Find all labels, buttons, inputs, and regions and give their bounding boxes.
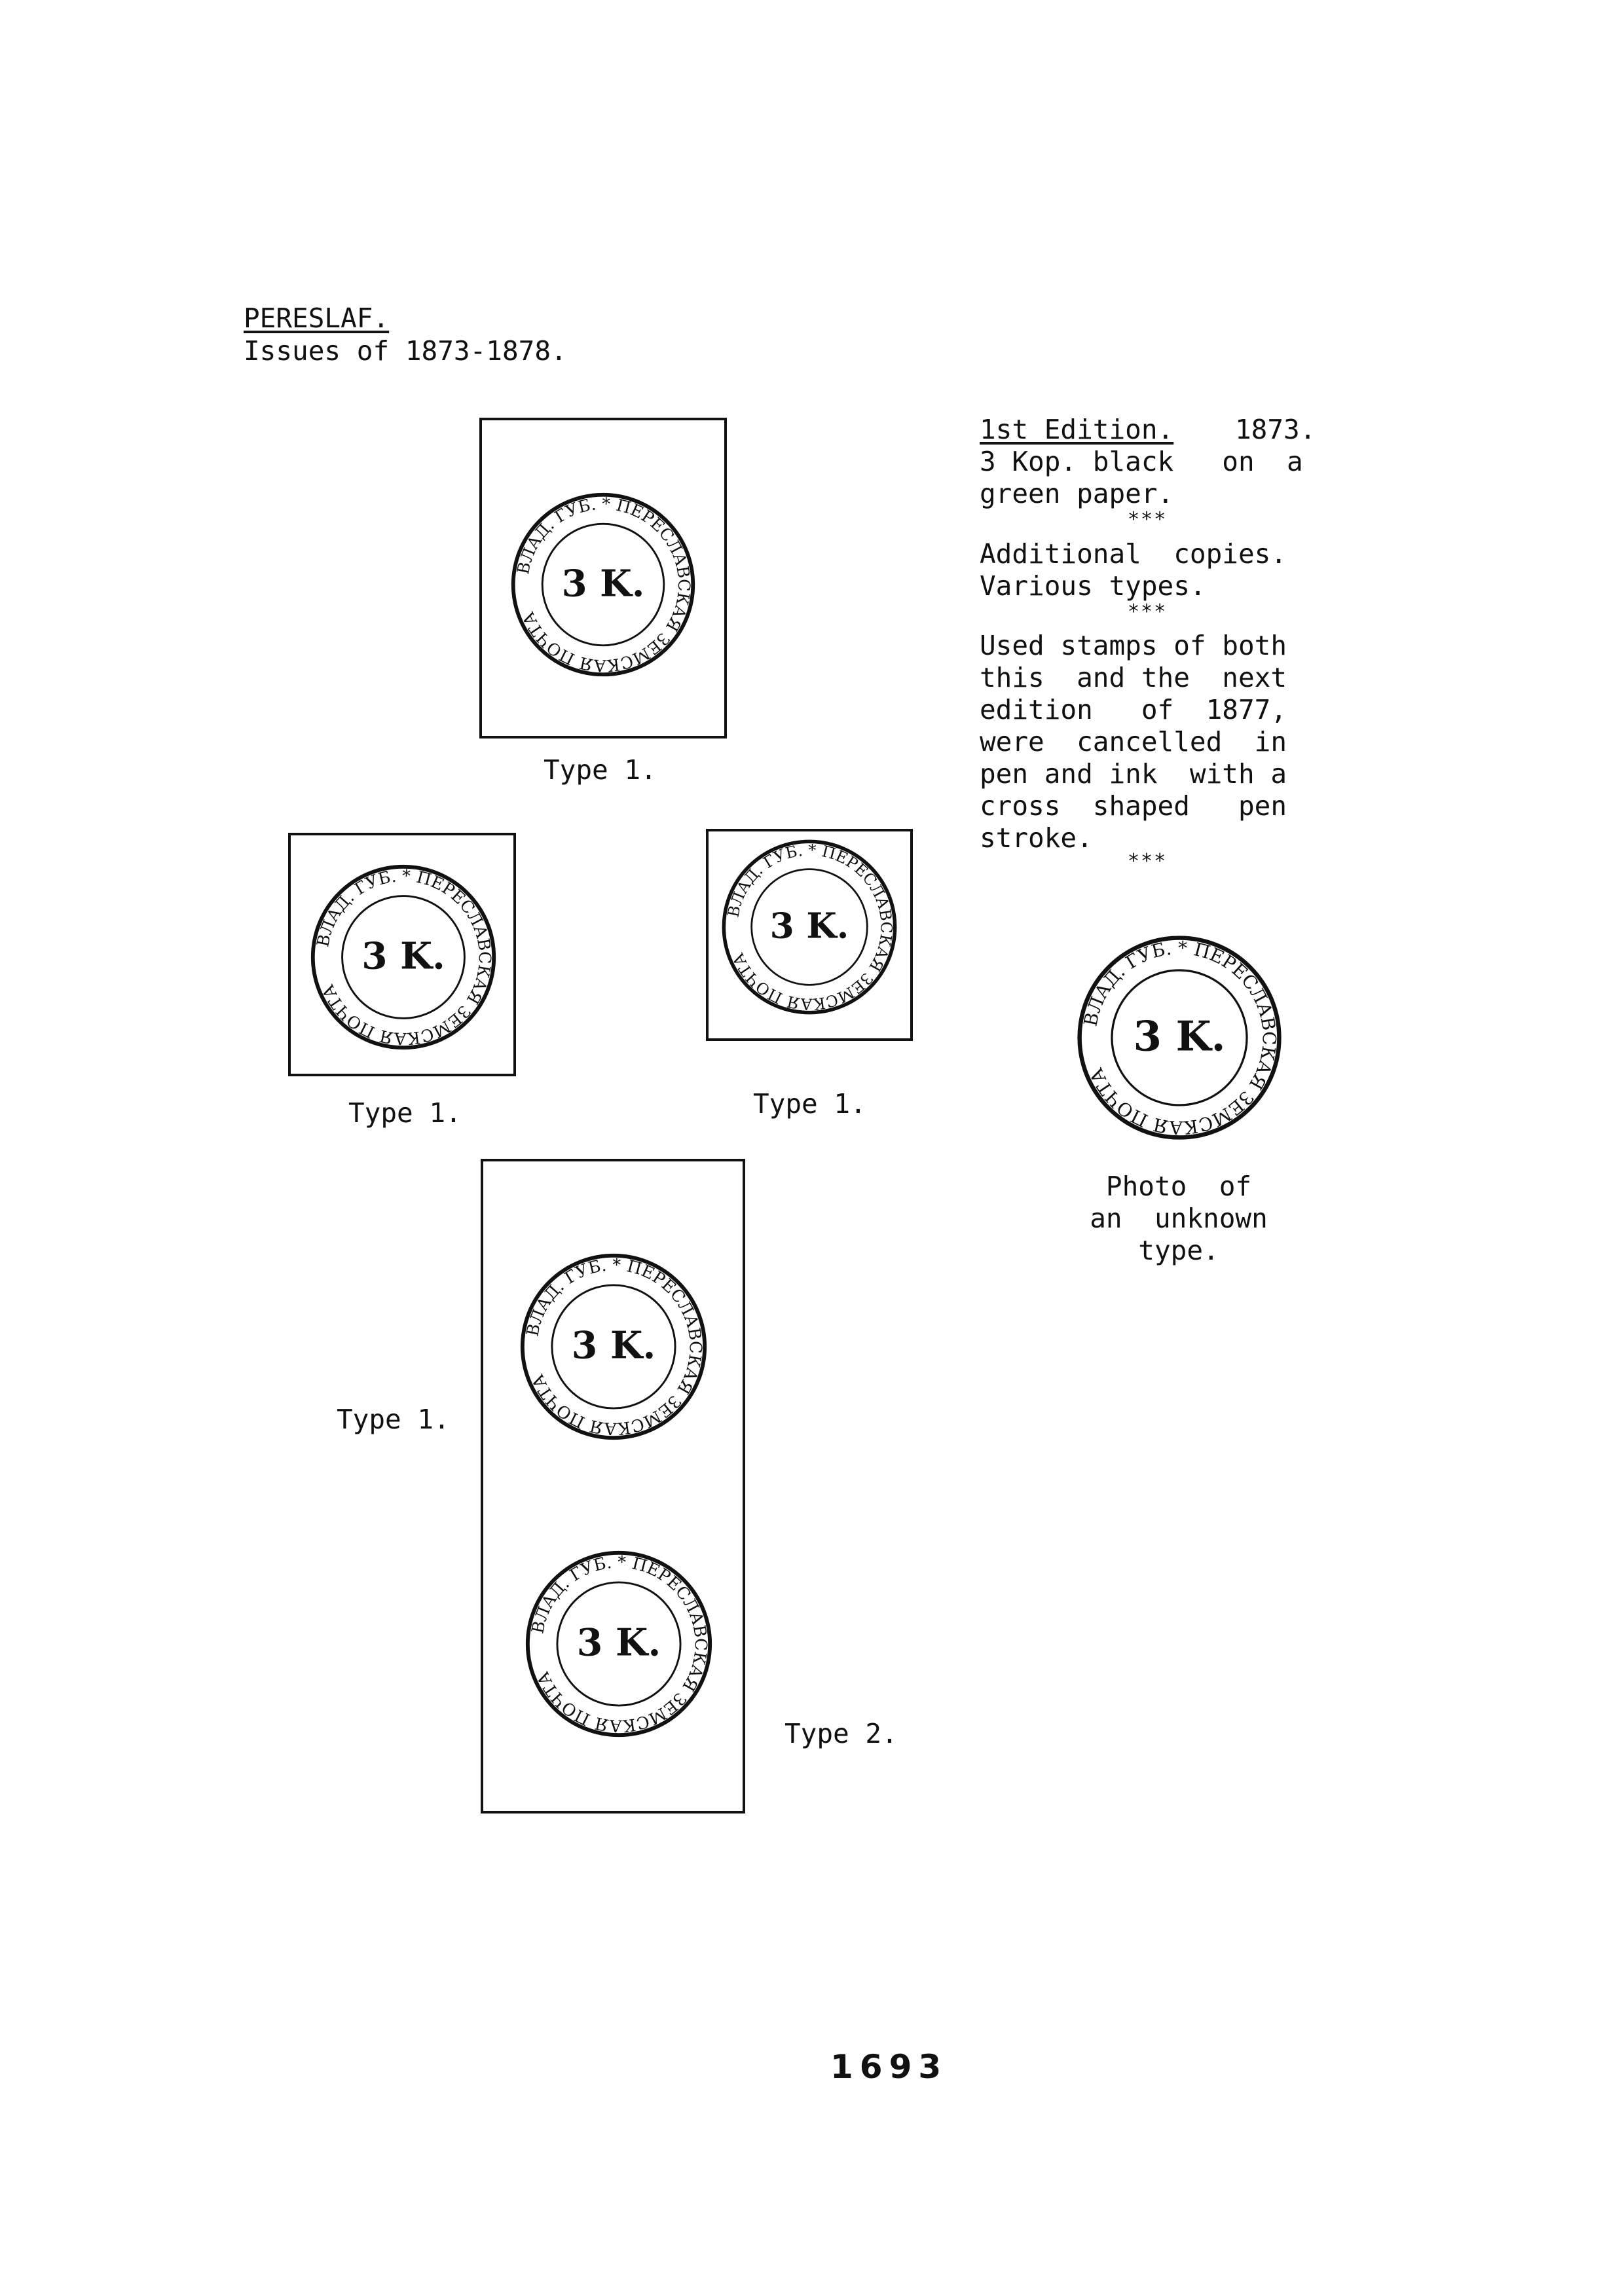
- edition-year: 1873.: [1235, 414, 1316, 445]
- seal-outer-ring: [722, 839, 897, 1015]
- paragraph-line: this and the next: [980, 662, 1287, 693]
- separator-3: ***: [1128, 850, 1168, 873]
- page-number: 1693: [830, 2048, 948, 2086]
- postmark-seal: ВЛАД. ГУБ. * ПЕРЕСЛАВСКАЯ ЗЕМСКАЯ ПОЧТА3…: [310, 864, 496, 1050]
- paragraph-line: pen and ink with a: [980, 758, 1287, 790]
- seal-inner-ring: [556, 1581, 682, 1707]
- postmark-seal: ВЛАД. ГУБ. * ПЕРЕСЛАВСКАЯ ЗЕМСКАЯ ПОЧТА3…: [722, 839, 897, 1015]
- postmark-seal-upper: ВЛАД. ГУБ. * ПЕРЕСЛАВСКАЯ ЗЕМСКАЯ ПОЧТА3…: [520, 1253, 707, 1440]
- caption-photo-line: Photo of: [1105, 1171, 1252, 1202]
- seal-inner-ring: [1111, 969, 1248, 1106]
- paragraph-line: stroke.: [980, 822, 1093, 854]
- seal-value: 3 K.: [770, 905, 849, 947]
- separator-2: ***: [1128, 600, 1168, 623]
- page-title: PERESLAF.: [244, 302, 390, 334]
- seal-value: 3 K.: [361, 935, 445, 978]
- seal-inner-ring: [541, 522, 665, 647]
- postmark-seal: ВЛАД. ГУБ. * ПЕРЕСЛАВСКАЯ ЗЕМСКАЯ ПОЧТА3…: [511, 492, 695, 677]
- postmark-seal-photo: ВЛАД. ГУБ. * ПЕРЕСЛАВСКАЯ ЗЕМСКАЯ ПОЧТА3…: [1077, 936, 1282, 1140]
- seal-outer-ring: [511, 492, 695, 677]
- caption-photo: Photo of an unknown type.: [1061, 1171, 1297, 1267]
- seal-value: 3 K.: [1134, 1012, 1226, 1060]
- edition-line-6: Various types.: [980, 570, 1206, 602]
- edition-line-2: 3 Kop. black on a: [980, 446, 1303, 477]
- seal-inner-ring: [551, 1284, 676, 1410]
- seal-inner-ring: [750, 868, 868, 986]
- edition-line-5: Additional copies.: [980, 538, 1287, 570]
- caption-photo-line: type.: [1138, 1235, 1219, 1266]
- seal-value: 3 K.: [562, 562, 645, 605]
- caption-type1-top: Type 1.: [544, 754, 657, 786]
- seal-value: 3 K.: [572, 1324, 656, 1368]
- seal-outer-ring: [310, 864, 496, 1050]
- seal-outer-ring: [520, 1253, 707, 1440]
- edition-line-3: green paper.: [980, 478, 1174, 509]
- usage-paragraph: Used stamps of both this and the next ed…: [980, 630, 1287, 854]
- seal-outer-ring: [1077, 936, 1282, 1140]
- caption-type1-mid-right: Type 1.: [753, 1088, 866, 1120]
- caption-type2-pair: Type 2.: [784, 1718, 898, 1749]
- caption-photo-line: an unknown: [1090, 1203, 1268, 1234]
- seal-inner-ring: [341, 895, 466, 1019]
- paragraph-line: cross shaped pen: [980, 790, 1287, 822]
- paragraph-line: Used stamps of both: [980, 630, 1287, 661]
- caption-type1-pair: Type 1.: [337, 1404, 450, 1435]
- paragraph-line: were cancelled in: [980, 726, 1287, 757]
- seal-value: 3 K.: [577, 1622, 661, 1665]
- separator-1: ***: [1128, 508, 1168, 531]
- paragraph-line: edition of 1877,: [980, 694, 1287, 725]
- seal-outer-ring: [525, 1550, 712, 1738]
- edition-label: 1st Edition.: [980, 414, 1174, 445]
- postmark-seal-lower: ВЛАД. ГУБ. * ПЕРЕСЛАВСКАЯ ЗЕМСКАЯ ПОЧТА3…: [525, 1550, 712, 1738]
- page-subtitle: Issues of 1873-1878.: [244, 335, 567, 367]
- caption-type1-mid-left: Type 1.: [348, 1097, 462, 1129]
